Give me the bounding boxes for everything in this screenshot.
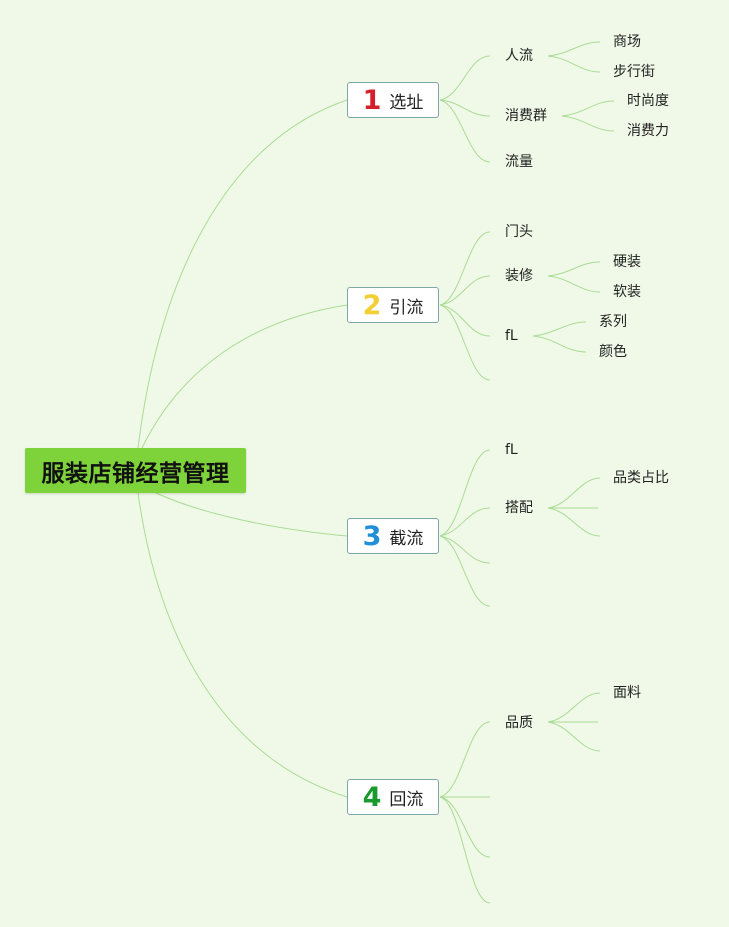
topic-pinlei-zhanbi[interactable]: 品类占比 bbox=[613, 470, 669, 486]
connector-b1-g2 bbox=[547, 55, 601, 73]
topic-fl-2[interactable]: fL bbox=[505, 442, 518, 458]
connector-b3-g3 bbox=[547, 507, 601, 537]
connector-b4-c3 bbox=[439, 796, 491, 858]
topic-pinzhi[interactable]: 品质 bbox=[505, 715, 533, 731]
topic-yingzhuang[interactable]: 硬装 bbox=[613, 254, 641, 270]
number-badge-1: 1 bbox=[362, 84, 382, 116]
connector-b1-c3 bbox=[439, 99, 491, 163]
topic-shangchang[interactable]: 商场 bbox=[613, 34, 641, 50]
connector-b1-c1 bbox=[439, 55, 491, 101]
branch-node-3[interactable]: 3 截流 bbox=[347, 518, 439, 554]
topic-buxingjie[interactable]: 步行街 bbox=[613, 64, 655, 80]
topic-ruanzhuang[interactable]: 软装 bbox=[613, 284, 641, 300]
branch-label-3: 截流 bbox=[389, 528, 424, 549]
connector-b1-g1 bbox=[547, 41, 601, 57]
connectors bbox=[137, 41, 615, 904]
connector-b2-c3 bbox=[439, 304, 491, 337]
connector-b2-g2 bbox=[547, 275, 601, 293]
topic-shishangdu[interactable]: 时尚度 bbox=[627, 93, 669, 109]
branch-label-4: 回流 bbox=[389, 789, 424, 810]
connector-b4-c1 bbox=[439, 721, 491, 798]
connector-b4-c4 bbox=[439, 796, 491, 904]
connector-b2-c1 bbox=[439, 231, 491, 306]
connector-root-b1 bbox=[137, 99, 348, 449]
connector-b2-c2 bbox=[439, 275, 491, 306]
topic-liuliang[interactable]: 流量 bbox=[505, 154, 533, 170]
branch-label-1: 选址 bbox=[389, 92, 424, 113]
topic-xilie[interactable]: 系列 bbox=[599, 314, 627, 330]
connector-b1-c2 bbox=[439, 99, 491, 117]
topic-fl-1[interactable]: fL bbox=[505, 328, 518, 344]
branch-label-2: 引流 bbox=[389, 297, 424, 318]
number-badge-4: 4 bbox=[362, 781, 382, 813]
connector-b4-g3 bbox=[547, 721, 601, 752]
branch-node-4[interactable]: 4 回流 bbox=[347, 779, 439, 815]
topic-dapei[interactable]: 搭配 bbox=[505, 500, 533, 516]
connector-root-b3 bbox=[149, 489, 348, 537]
connector-b1-g4 bbox=[561, 115, 615, 132]
connector-root-b4 bbox=[137, 492, 348, 798]
topic-mianliao[interactable]: 面料 bbox=[613, 685, 641, 701]
root-title: 服装店铺经营管理 bbox=[41, 460, 230, 487]
connector-b3-c4 bbox=[439, 535, 491, 607]
topic-yanse[interactable]: 颜色 bbox=[599, 344, 627, 360]
topic-zhuangxiu[interactable]: 装修 bbox=[505, 268, 533, 284]
connector-b3-c3 bbox=[439, 535, 491, 564]
connector-b2-c4 bbox=[439, 304, 491, 381]
connector-b2-g1 bbox=[547, 261, 601, 277]
topic-xiaofeili[interactable]: 消费力 bbox=[627, 123, 669, 139]
topic-renliu[interactable]: 人流 bbox=[505, 48, 533, 64]
connector-b4-g1 bbox=[547, 692, 601, 723]
connector-root-b2 bbox=[141, 304, 348, 449]
topic-mentou[interactable]: 门头 bbox=[505, 224, 533, 240]
connector-b1-g3 bbox=[561, 100, 615, 117]
connector-b3-c2 bbox=[439, 507, 491, 537]
connector-b3-c1 bbox=[439, 449, 491, 537]
branch-node-1[interactable]: 1 选址 bbox=[347, 82, 439, 118]
branch-node-2[interactable]: 2 引流 bbox=[347, 287, 439, 323]
topic-xiaofeiqun[interactable]: 消费群 bbox=[505, 108, 547, 124]
connector-b2-g4 bbox=[532, 335, 587, 353]
connector-b3-g1 bbox=[547, 477, 601, 509]
number-badge-3: 3 bbox=[362, 520, 382, 552]
number-badge-2: 2 bbox=[362, 289, 382, 321]
connector-b2-g3 bbox=[532, 321, 587, 337]
root-node[interactable]: 服装店铺经营管理 bbox=[25, 448, 246, 493]
